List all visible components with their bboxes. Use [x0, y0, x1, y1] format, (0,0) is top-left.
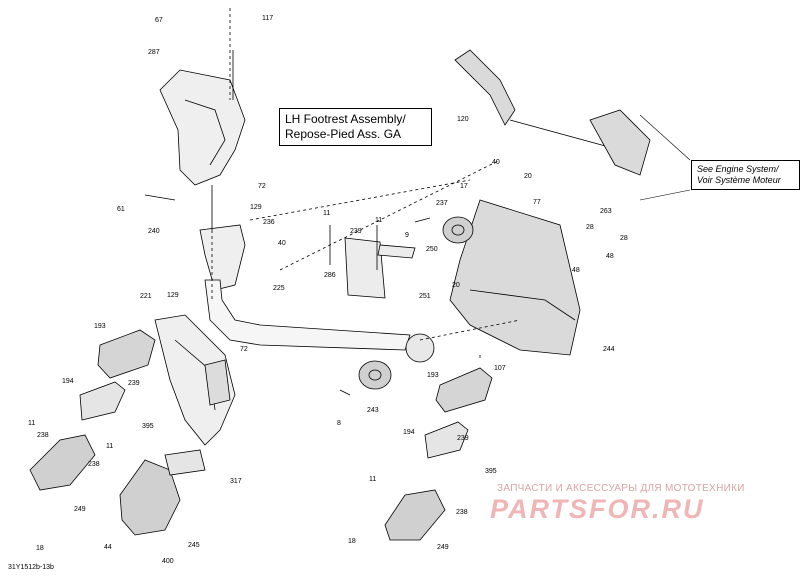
callout: 48 [606, 253, 614, 260]
callout: 129 [250, 204, 262, 211]
callout: 239 [128, 380, 140, 387]
callout: 129 [167, 292, 179, 299]
diagram-title-line-1: LH Footrest Assembly/ [285, 112, 406, 126]
mount-bracket-part [199, 224, 246, 291]
callout: 395 [485, 468, 497, 475]
callout: 251 [419, 293, 431, 300]
callout: 40 [492, 159, 500, 166]
callout: 286 [324, 272, 336, 279]
callout: 194 [62, 378, 74, 385]
diagram-title-line-2: Repose-Pied Ass. GA [285, 127, 402, 141]
heel-guard-part [159, 69, 246, 186]
callout: 193 [94, 323, 106, 330]
diagram-code: 31Y1512b-13b [8, 564, 54, 571]
callout: 17 [460, 183, 468, 190]
callout: 11 [375, 217, 382, 224]
lower-roller-part [358, 360, 392, 390]
callout: 236 [263, 219, 275, 226]
callout: 107 [494, 365, 506, 372]
callout: 117 [262, 15, 273, 22]
callout: 48 [572, 267, 580, 274]
callout: 11 [28, 420, 35, 427]
watermark-brand: PARTSFOR.RU [490, 494, 705, 524]
callout: 18 [348, 538, 356, 545]
lower-guard-part [154, 314, 236, 446]
plate-part [344, 237, 386, 299]
callout: 20 [452, 282, 460, 289]
brake-pedal-part [454, 49, 516, 126]
callout: 11 [369, 476, 376, 483]
callout: 238 [456, 509, 468, 516]
callout: 400 [162, 558, 174, 565]
footrest-tube-part [204, 279, 411, 351]
callout: 245 [188, 542, 200, 549]
diagram-title-box: LH Footrest Assembly/ Repose-Pied Ass. G… [279, 108, 432, 146]
callout-labels: 67 117 287 72 129 61 240 236 40 225 221 … [28, 15, 628, 565]
callout: 120 [457, 116, 469, 123]
left-footpeg-body [79, 381, 126, 421]
callout: 8 [337, 420, 341, 427]
callout: 72 [240, 346, 248, 353]
watermark-caption: ЗАПЧАСТИ И АКСЕССУАРЫ ДЛЯ МОТОТЕХНИКИ [497, 483, 745, 494]
right-footpeg-pad [435, 367, 493, 413]
callout: 240 [148, 228, 160, 235]
spring-part [204, 359, 231, 406]
callout: 238 [88, 461, 100, 468]
right-footpeg-body [424, 421, 469, 459]
callout: 67 [155, 17, 163, 24]
callout: 28 [620, 235, 628, 242]
callout: 238 [37, 432, 49, 439]
reference-line-1: See Engine System/ [697, 164, 779, 174]
callout: 244 [603, 346, 615, 353]
callout: 18 [36, 545, 44, 552]
callout: 28 [586, 224, 594, 231]
callout: 20 [524, 173, 532, 180]
callout: 287 [148, 49, 160, 56]
callout: 11 [323, 210, 330, 217]
master-cylinder-part [589, 109, 651, 176]
plate-part-small [377, 244, 416, 259]
callout: 9 [405, 232, 409, 239]
tube-end-part [405, 333, 435, 363]
callout: 239 [350, 228, 362, 235]
engine-system-reference-box: See Engine System/ Voir Système Moteur [691, 160, 800, 190]
callout: 72 [258, 183, 266, 190]
reference-line-2: Voir Système Moteur [697, 175, 781, 185]
callout: 237 [436, 200, 448, 207]
callout: 317 [230, 478, 242, 485]
callout: 40 [278, 240, 286, 247]
left-footpeg-pad [97, 329, 156, 379]
callout: 263 [600, 208, 612, 215]
callout: 193 [427, 372, 439, 379]
left-footpeg-bracket [29, 434, 96, 491]
lower-bracket-part [119, 459, 181, 536]
callout: 250 [426, 246, 438, 253]
lower-cover-part [164, 449, 206, 476]
callout: 395 [142, 423, 154, 430]
right-footrest-bracket [449, 199, 581, 356]
callout: 239 [457, 435, 469, 442]
callout: 249 [437, 544, 449, 551]
callout: 225 [273, 285, 285, 292]
callout: 243 [367, 407, 379, 414]
callout: 11 [106, 443, 113, 450]
callout: 249 [74, 506, 86, 513]
callout: 194 [403, 429, 415, 436]
callout: 77 [533, 199, 541, 206]
callout: 221 [140, 293, 152, 300]
roller-part [442, 216, 474, 244]
callout: 44 [104, 544, 112, 551]
callout: 61 [117, 206, 125, 213]
right-footpeg-bracket [384, 489, 446, 541]
